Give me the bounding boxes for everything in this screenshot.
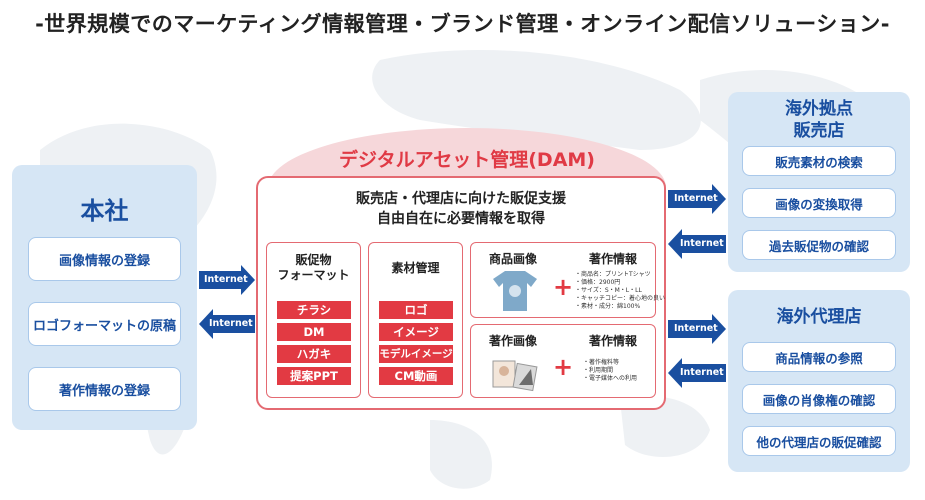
arrow-dam-to-hq: Internet	[199, 309, 255, 339]
branch-title-1: 海外拠点	[785, 99, 853, 119]
arrow-left-icon	[668, 229, 726, 259]
branch-title-2: 販売店	[793, 121, 845, 141]
headquarters-panel: 本社 画像情報の登録 ロゴフォーマットの原稿 著作情報の登録	[12, 165, 197, 430]
arrow-label: Internet	[209, 318, 253, 329]
agency-item-product-info: 商品情報の参照	[742, 342, 896, 372]
arrow-agency-to-dam: Internet	[668, 358, 726, 388]
arrow-label: Internet	[674, 193, 718, 204]
material-title: 素材管理	[391, 261, 440, 275]
arrow-right-icon	[199, 265, 255, 295]
dam-subtitle-2: 自由自在に必要情報を取得	[377, 211, 545, 227]
copyright-info-title: 著作情報	[589, 334, 638, 348]
headquarters-title: 本社	[80, 197, 129, 225]
arrow-left-icon	[668, 358, 726, 388]
plus-icon: +	[553, 273, 574, 301]
tshirt-icon	[493, 271, 537, 311]
material-tag-image: イメージ	[379, 323, 453, 341]
branch-item-past-promotions: 過去販促物の確認	[742, 230, 896, 260]
arrow-right-icon	[668, 314, 726, 344]
agency-item-other-promotions: 他の代理店の販促確認	[742, 426, 896, 456]
promo-tag-dm: DM	[277, 323, 351, 341]
arrow-label: Internet	[680, 238, 724, 249]
product-image-box: 商品画像 著作情報 + ・商品名：プリントTシャツ ・価格：2900円 ・サイズ…	[470, 242, 665, 318]
material-tag-logo: ロゴ	[379, 301, 453, 319]
branch-item-search: 販売素材の検索	[742, 146, 896, 176]
material-tag-model-image: モデルイメージ	[379, 345, 453, 363]
arrow-branch-to-dam: Internet	[668, 229, 726, 259]
copyright-image-box: 著作画像 著作情報 + ・著作権料等 ・利用期間 ・電子媒体への利用	[470, 324, 656, 398]
copyright-info-item: ・利用期間	[583, 367, 614, 374]
promo-format-title-2: フォーマット	[277, 268, 350, 282]
overseas-agency-panel: 海外代理店 商品情報の参照 画像の肖像権の確認 他の代理店の販促確認	[728, 290, 910, 472]
arrow-dam-to-branch: Internet	[668, 184, 726, 214]
product-info-item: ・サイズ：S・M・L・LL	[575, 287, 642, 294]
product-info-item: ・価格：2900円	[575, 279, 621, 286]
arrow-label: Internet	[204, 274, 248, 285]
promo-format-box: 販促物 フォーマット チラシ DM ハガキ 提案PPT	[266, 242, 361, 398]
hq-item-image-registration: 画像情報の登録	[28, 237, 181, 281]
material-tag-cm-video: CM動画	[379, 367, 453, 385]
agency-title: 海外代理店	[776, 307, 862, 327]
product-info-item: ・商品名：プリントTシャツ	[575, 271, 651, 278]
product-image-title: 商品画像	[489, 252, 538, 266]
promo-tag-proposal-ppt: 提案PPT	[277, 367, 351, 385]
plus-icon: +	[553, 353, 574, 381]
page-title: -世界規模でのマーケティング情報管理・ブランド管理・オンライン配信ソリューション…	[35, 12, 890, 36]
arrow-dam-to-agency: Internet	[668, 314, 726, 344]
overseas-branch-panel: 海外拠点 販売店 販売素材の検索 画像の変換取得 過去販促物の確認	[728, 92, 910, 272]
arrow-hq-to-dam: Internet	[199, 265, 255, 295]
dam-subtitle-1: 販売店・代理店に向けた販促支援	[356, 191, 566, 207]
promo-format-title-1: 販促物	[295, 253, 332, 267]
dam-container: 販売店・代理店に向けた販促支援 自由自在に必要情報を取得 販促物 フォーマット …	[256, 176, 666, 410]
material-management-box: 素材管理 ロゴ イメージ モデルイメージ CM動画	[368, 242, 463, 398]
product-info-item: ・キャッチコピー：着心地の良い	[575, 295, 666, 302]
hq-item-copyright-registration: 著作情報の登録	[28, 367, 181, 411]
arrow-right-icon	[668, 184, 726, 214]
copyright-info-item: ・電子媒体への利用	[583, 375, 638, 382]
arrow-label: Internet	[680, 367, 724, 378]
product-info-item: ・素材・成分：綿100%	[575, 303, 641, 310]
copyright-info-item: ・著作権料等	[583, 359, 620, 366]
promo-tag-postcard: ハガキ	[277, 345, 351, 363]
product-copyright-title: 著作情報	[589, 252, 638, 266]
branch-item-image-conversion: 画像の変換取得	[742, 188, 896, 218]
photo-thumbnails-icon	[492, 360, 538, 392]
hq-item-logo-format: ロゴフォーマットの原稿	[28, 302, 181, 346]
arrow-label: Internet	[674, 323, 718, 334]
agency-item-portrait-rights: 画像の肖像権の確認	[742, 384, 896, 414]
promo-tag-flyer: チラシ	[277, 301, 351, 319]
dam-label: デジタルアセット管理(DAM)	[339, 149, 595, 171]
arrow-left-icon	[199, 309, 255, 339]
copyright-image-title: 著作画像	[489, 334, 538, 348]
